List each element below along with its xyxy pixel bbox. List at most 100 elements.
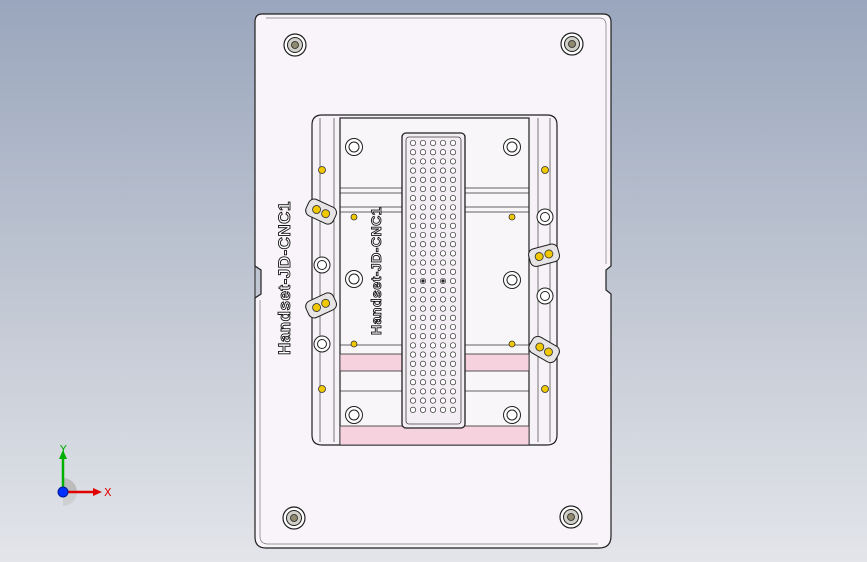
connector-pin (409, 406, 417, 413)
connector-pin (429, 204, 437, 211)
connector-pin (409, 323, 417, 331)
connector-pin (429, 268, 437, 275)
connector-pin (409, 213, 417, 220)
connector-pin (409, 149, 417, 156)
connector-pin (419, 333, 427, 340)
connector-pin (439, 369, 447, 377)
fixture-label: Handset-JD-CNC1 (275, 201, 294, 355)
insert-label: Handset-JD-CNC1 (368, 207, 384, 335)
plate-edge-line (266, 17, 607, 264)
connector-pin (439, 314, 447, 321)
connector-pin (429, 388, 437, 395)
connector-pin (419, 287, 427, 294)
connector-pin (429, 314, 437, 321)
connector-pin (449, 277, 457, 285)
clamp-lever-icon (528, 243, 561, 267)
connector-pin (429, 176, 437, 183)
connector-pin (409, 158, 417, 165)
connector-pin (409, 360, 417, 367)
connector-pin (449, 406, 457, 413)
connector-pin (439, 241, 447, 248)
plate-edge-line (259, 300, 598, 545)
connector-pin (419, 241, 427, 248)
connector-pin (409, 333, 417, 340)
connector-pin (419, 250, 427, 257)
connector-pin (449, 305, 457, 312)
connector-pin (449, 259, 457, 266)
connector-pin (409, 397, 417, 404)
connector-pin (439, 268, 447, 275)
connector-pin (409, 287, 417, 294)
connector-pin (409, 204, 417, 211)
connector-pin (419, 379, 427, 386)
connector-pin (439, 149, 447, 156)
connector-pin (449, 351, 457, 358)
connector-pin (429, 185, 437, 193)
y-axis-label: Y (60, 443, 67, 456)
connector-pin (409, 388, 417, 395)
connector-pin (429, 323, 437, 331)
connector-pin (429, 222, 437, 229)
key-pin-marker (421, 279, 425, 283)
connector-pin (429, 250, 437, 257)
connector-pin (419, 369, 427, 377)
connector-pin (449, 149, 457, 156)
connector-pin (419, 296, 427, 303)
connector-pin (429, 369, 437, 377)
connector-pin (419, 305, 427, 312)
connector-pin (449, 139, 457, 147)
connector-pin (419, 204, 427, 211)
connector-pin (409, 277, 417, 285)
connector-pin (439, 323, 447, 331)
corner-screw-icon (283, 33, 307, 57)
connector-pin (439, 158, 447, 165)
connector-pin (439, 388, 447, 395)
connector-pin (419, 406, 427, 413)
clamp-lever-icon (305, 198, 338, 225)
connector-pin (429, 379, 437, 386)
connector-pin (449, 268, 457, 275)
connector-pin (409, 231, 417, 239)
x-axis-label: X (104, 486, 112, 499)
connector-pin (419, 231, 427, 239)
insert-screw-icon (345, 406, 363, 424)
insert-screw-icon (345, 138, 363, 156)
connector-pin (429, 231, 437, 239)
connector-pin (419, 360, 427, 367)
side-screw-icon (536, 287, 554, 305)
connector-pin (449, 397, 457, 404)
corner-screw-icon (559, 505, 583, 529)
connector-pin (429, 305, 437, 312)
dowel-pin-icon (318, 385, 326, 393)
connector-pin (409, 296, 417, 303)
dowel-pin-icon (350, 340, 358, 348)
connector-pin (439, 259, 447, 266)
connector-pin (419, 351, 427, 358)
pink-stripe (339, 425, 530, 446)
connector-pin (449, 250, 457, 257)
insert-screw-icon (503, 406, 521, 424)
connector-pin (439, 305, 447, 312)
connector-pin (409, 259, 417, 266)
connector-pin (429, 167, 437, 174)
connector-pin (449, 231, 457, 239)
connector-pin (439, 222, 447, 229)
connector-pin (449, 222, 457, 229)
corner-screw-icon (560, 32, 584, 56)
connector-pin (419, 149, 427, 156)
connector-pin (419, 388, 427, 395)
connector-pin (419, 195, 427, 202)
connector-pin (429, 277, 437, 285)
connector-pin (419, 158, 427, 165)
side-screw-icon (313, 335, 331, 353)
connector-pin (439, 139, 447, 147)
connector-pin (439, 287, 447, 294)
z-axis-dot (57, 486, 69, 498)
connector-pin (409, 139, 417, 147)
connector-pin (449, 195, 457, 202)
connector-pin (409, 167, 417, 174)
connector-pin (439, 176, 447, 183)
corner-screw-icon (282, 506, 306, 530)
